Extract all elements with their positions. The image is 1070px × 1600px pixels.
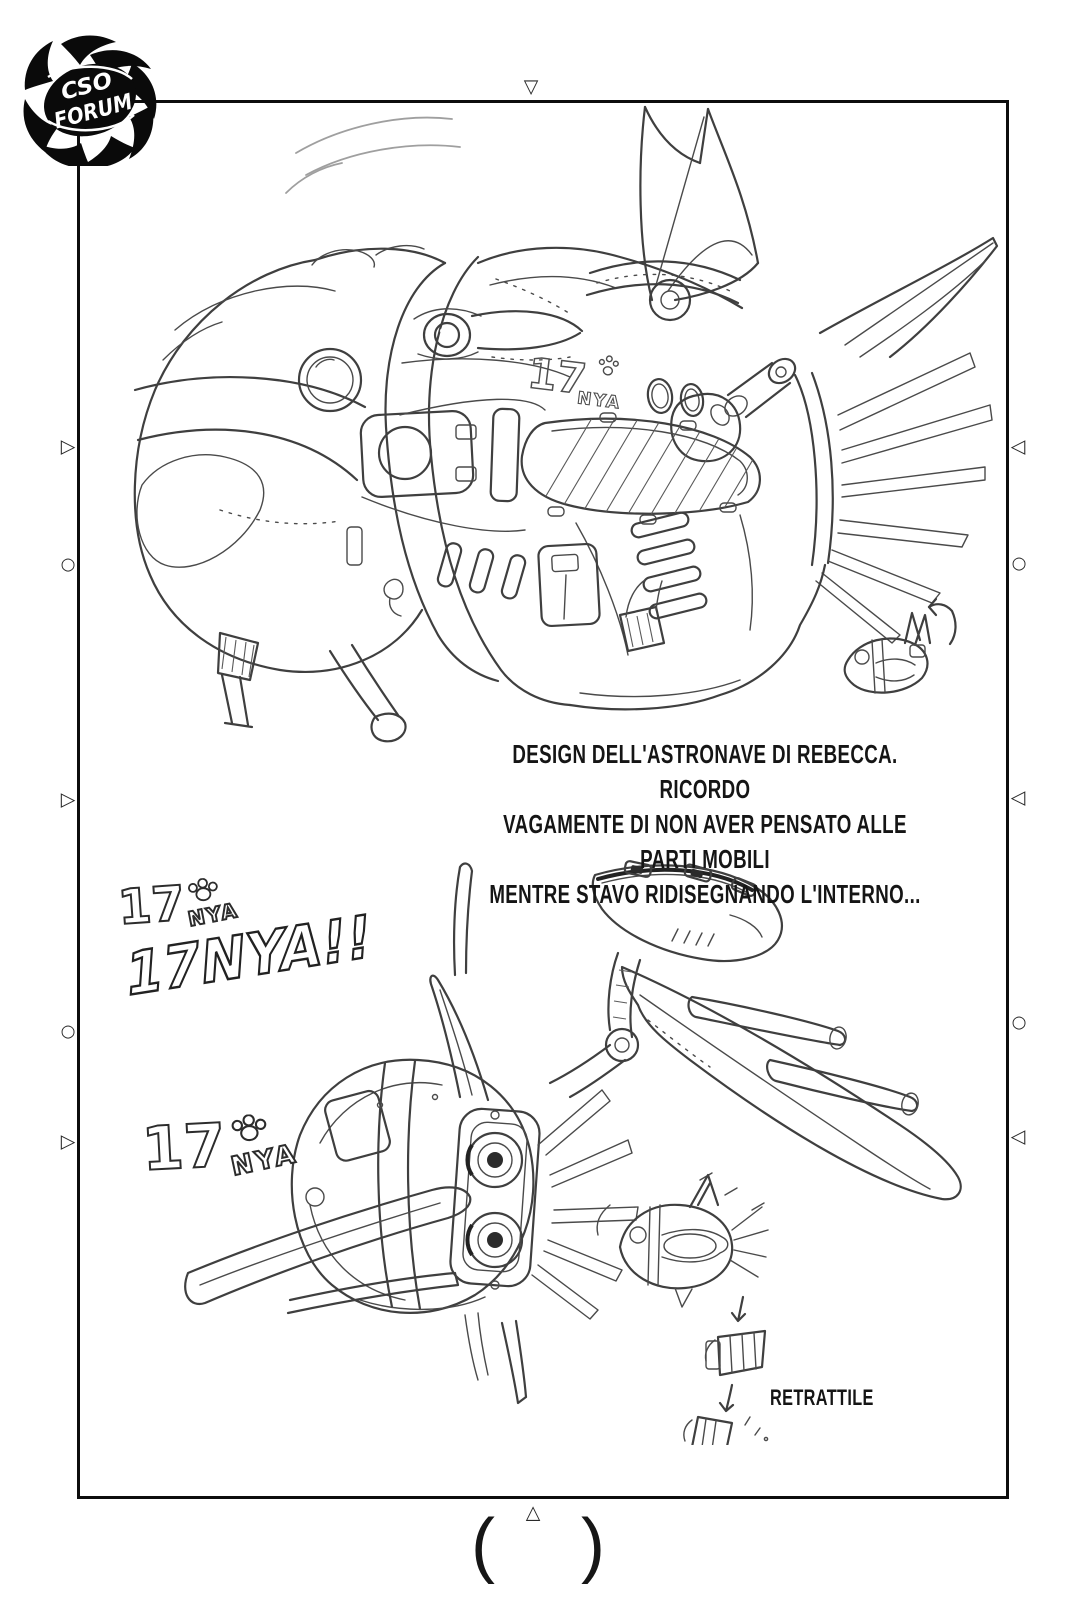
faint-pencil-swoosh: [285, 116, 461, 194]
paw-print-icon: [231, 1114, 266, 1142]
tail-fan: [793, 352, 993, 644]
hull-body: [361, 398, 827, 711]
paren-close: ): [581, 1505, 605, 1585]
cockpit-snout: [401, 246, 744, 378]
collar-strap: [346, 255, 573, 707]
registration-triangle-left-2: ▷: [60, 788, 76, 811]
registration-triangle-right-1: ◁: [1010, 435, 1026, 458]
registration-circle-right-1: ○: [1011, 553, 1027, 574]
rear-ship-wing-sketch: [184, 860, 962, 1445]
registration-circle-left-1: ○: [60, 554, 76, 575]
thruster-nozzles: [449, 1107, 541, 1290]
caption-line-3: MENTRE STAVO RIDISEGNANDO L'INTERNO...: [489, 879, 921, 909]
cso-forum-watermark: CSO FORUM: [23, 35, 157, 166]
logo-number: 17: [115, 875, 188, 938]
hatched-door-panel: [520, 412, 762, 525]
registration-triangle-top: ▽: [523, 75, 539, 98]
rear-dorsal-fin: [429, 862, 490, 1102]
registration-circle-left-2: ○: [60, 1021, 76, 1042]
registration-triangle-left-3: ▷: [60, 1130, 76, 1153]
registration-triangle-right-3: ◁: [1010, 1125, 1026, 1148]
deployed-wing: [548, 951, 962, 1211]
caption-line-1: DESIGN DELL'ASTRONAVE DI REBECCA. RICORD…: [512, 739, 898, 804]
landing-legs: [216, 579, 666, 743]
logo-sketch-bubble-bottom: 17 NYA: [139, 1110, 301, 1186]
paw-print-icon: [598, 355, 619, 376]
page-frame-border: [77, 100, 1009, 1499]
retractable-label: RETRATTILE: [770, 1385, 874, 1410]
cannon: [670, 357, 797, 463]
rear-tail-fan: [531, 1089, 639, 1320]
caption-line-2: VAGAMENTE DI NON AVER PENSATO ALLE PARTI…: [503, 809, 907, 874]
main-ship-sketch: 17 NYA: [133, 105, 999, 743]
registration-triangle-left-1: ▷: [60, 435, 76, 458]
wing-mount: [591, 860, 783, 963]
logo-sketch-bubble-top: 17 NYA: [115, 875, 241, 938]
caption-text: DESIGN DELL'ASTRONAVE DI REBECCA. RICORD…: [482, 737, 928, 912]
registration-triangle-right-2: ◁: [1010, 786, 1026, 809]
logo-number: 17: [139, 1110, 228, 1186]
retractable-fin-sequence: [596, 1173, 769, 1445]
vent-slits: [436, 511, 708, 628]
rear-fin-blade: [818, 236, 999, 359]
dorsal-fin: [585, 105, 760, 322]
paw-print-icon: [187, 877, 218, 902]
page-number-parentheses: ( ): [428, 1504, 648, 1586]
ship-head-dome: [133, 244, 447, 673]
ship-marking-17nya: 17 NYA: [524, 348, 622, 415]
paren-open: (: [471, 1505, 495, 1585]
small-fish-doodle: [843, 597, 957, 694]
left-blade-fin: [184, 1186, 528, 1405]
registration-circle-right-2: ○: [1011, 1012, 1027, 1033]
registration-triangle-bottom: △: [525, 1501, 541, 1524]
svg-text:17: 17: [525, 348, 589, 404]
